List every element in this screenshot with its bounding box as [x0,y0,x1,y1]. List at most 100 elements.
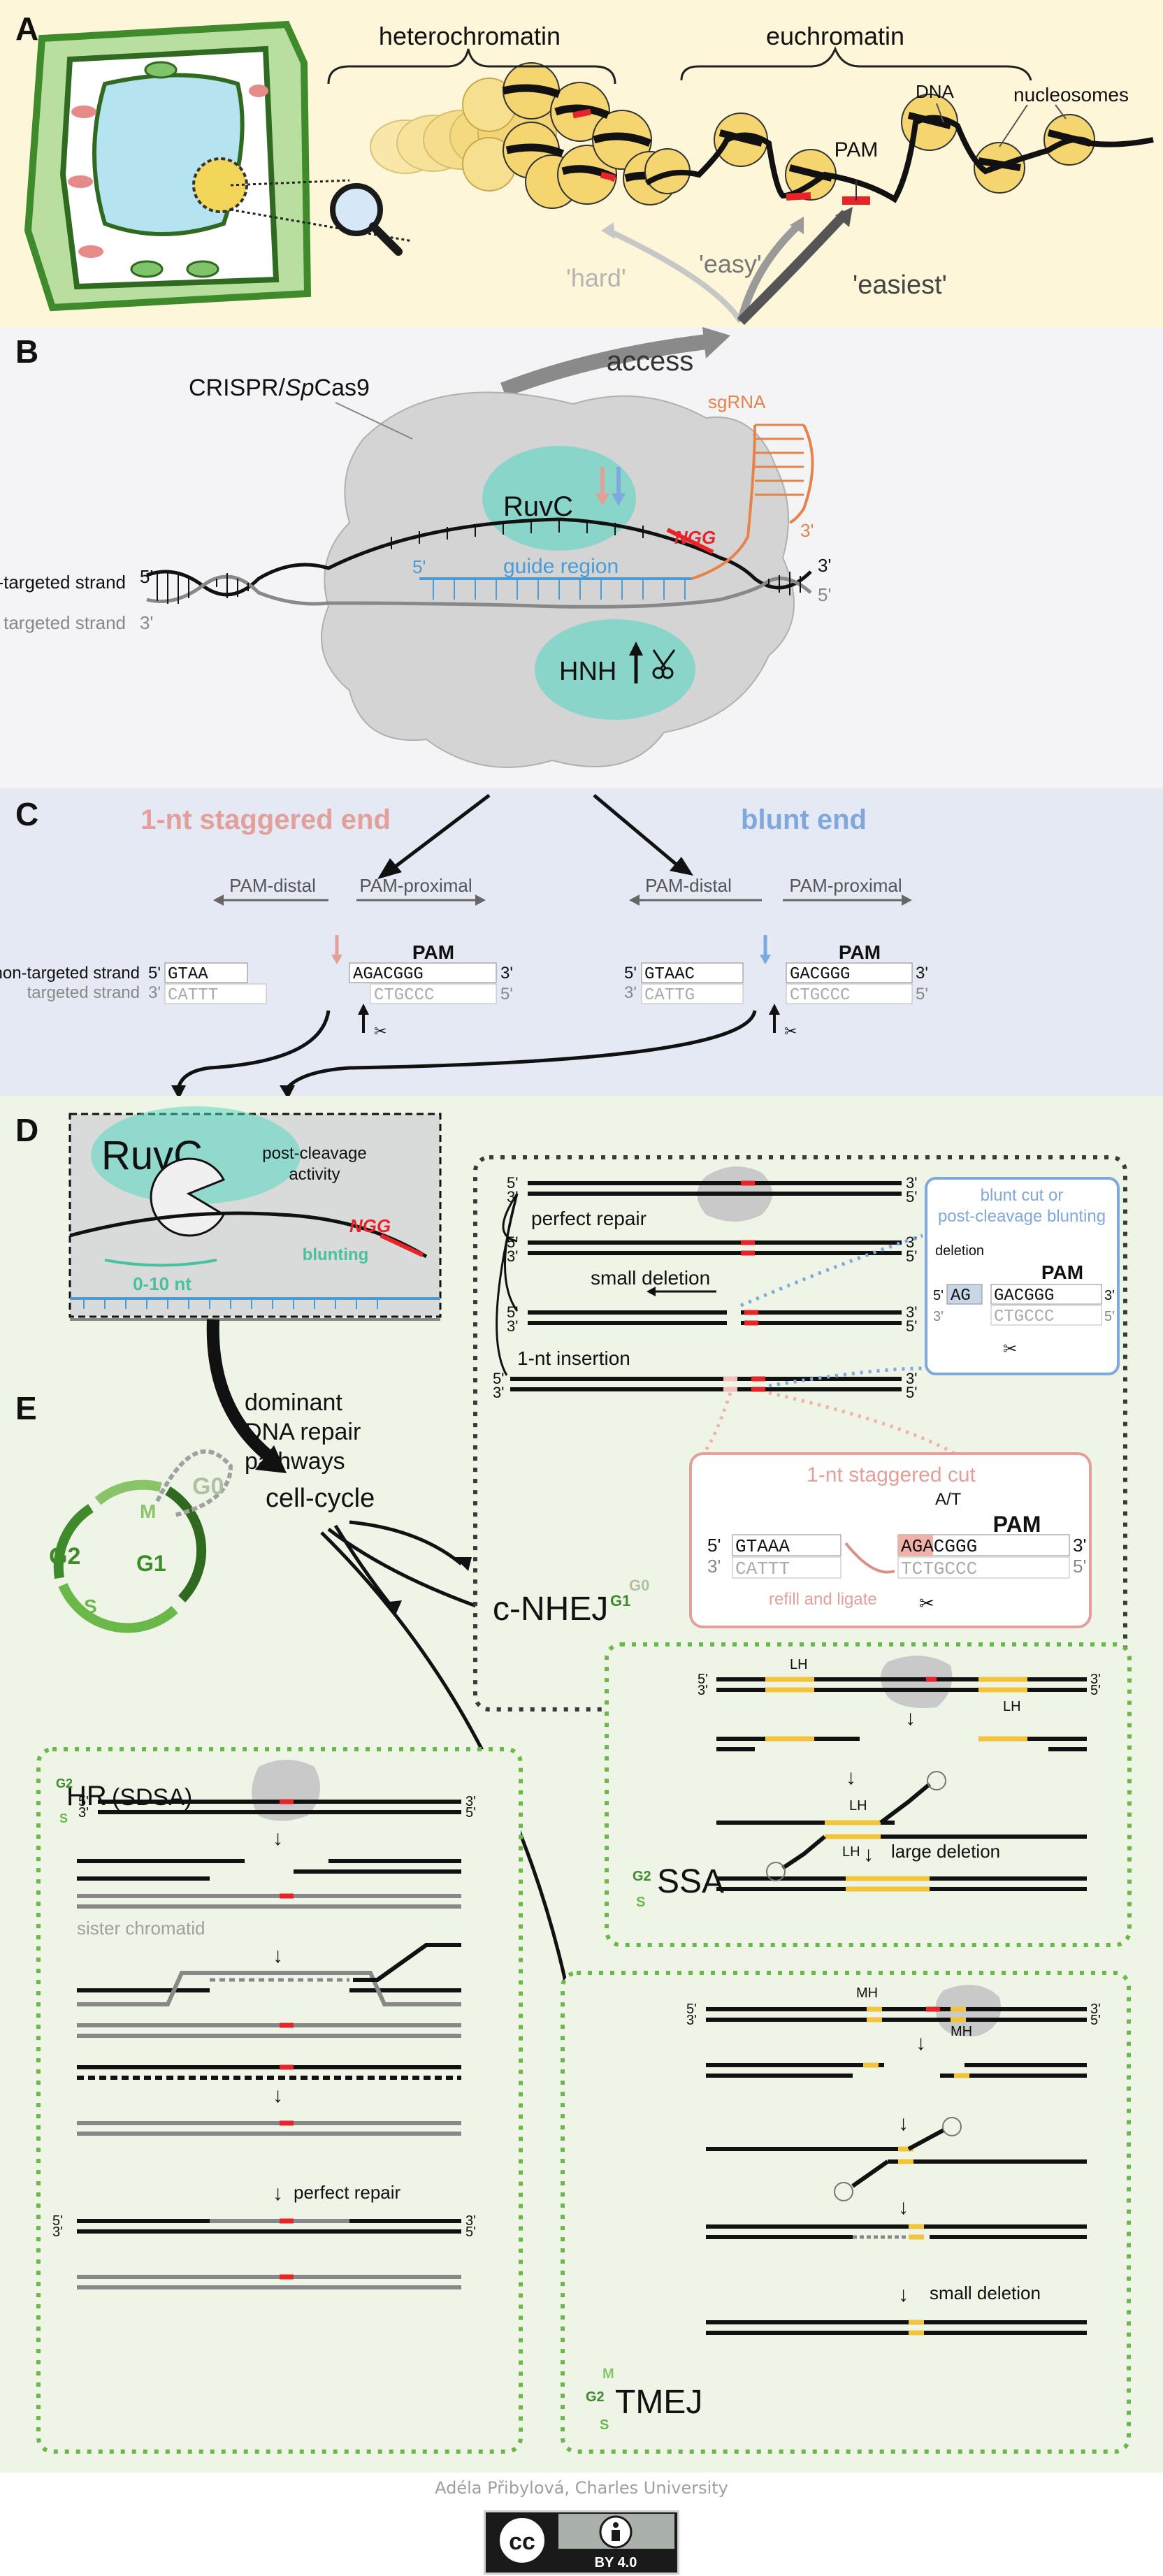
svg-text:5': 5' [78,1794,89,1809]
pam-label-blunt: PAM [1041,1261,1083,1283]
svg-text:3': 3' [52,2224,63,2240]
blunt-seq-left: AG [951,1287,971,1305]
seq-left-top-left: GTAA [168,965,208,984]
seq-right-top-right: GACGGG [790,965,850,984]
blunt-5prime: 5' [933,1288,944,1303]
ssa-title: SSA [657,1863,724,1900]
non-targeted-strand-c: non-targeted strand [0,964,140,983]
phase-g1: G1 [136,1551,166,1576]
euchromatin-label: euchromatin [766,22,904,50]
svg-text:3': 3' [507,1317,518,1335]
pam-proximal-left: PAM-proximal [359,875,472,896]
heterochromatin-brace [327,48,616,85]
ssa-lh-1: LH [790,1657,808,1672]
cc-badge-icons: cc BY 4.0 [486,2512,677,2573]
blunt-5prime-r: 5' [1104,1309,1115,1324]
hr-perfect-repair-label: perfect repair [294,2182,401,2203]
svg-text:3': 3' [465,1794,476,1809]
svg-text:↓: ↓ [273,1827,283,1850]
svg-text:3': 3' [698,1683,708,1698]
ngg-label-d: NGG [349,1215,391,1236]
hr-subtitle: (SDSA) [112,1784,192,1811]
staggered-end-title: 1-nt staggered end [140,804,391,835]
cas9-label: CRISPR/SpCas9 [189,375,370,401]
guide-region-label: guide region [503,555,619,578]
pam-distal-right: PAM-distal [645,875,732,896]
magnifier-icon [230,179,413,256]
tmej-box: ↓↓↓↓ 5'3' 3'5' [561,1971,1131,2454]
sgrna-label: sgRNA [708,391,766,412]
nt-range-label: 0-10 nt [133,1273,192,1294]
svg-text:3': 3' [686,2013,697,2028]
guide-5prime-label: 5' [412,556,426,577]
targeted-strand-c: targeted strand [27,983,140,1002]
scissors-icon-c-right: ✂ [784,1022,797,1040]
svg-text:↓: ↓ [916,2032,926,2055]
t-3prime: 3' [140,612,153,633]
panel-de-figure: RuvC post-cleavage activity NGG 0-10 nt … [36,1106,1132,2454]
ruvc-label: RuvC [503,491,573,522]
staggered-cut-title: 1-nt staggered cut [807,1463,976,1486]
svg-text:5': 5' [906,1317,917,1335]
heterochromatin-label: heterochromatin [379,22,561,50]
tmej-title: TMEJ [615,2384,702,2421]
stag-5prime-r: 5' [1073,1556,1086,1577]
easiest-label: 'easiest' [853,270,947,300]
pam-label-c-left: PAM [412,941,454,963]
c-left-5prime: 5' [148,964,161,983]
svg-text:↓: ↓ [273,2084,283,2107]
post-cleavage-label-1: post-cleavage [262,1144,366,1163]
post-cleavage-label-2: activity [289,1165,340,1184]
panel-c-figure: 1-nt staggered end blunt end PAM-distal … [0,794,928,1096]
blunting-label: blunting [303,1245,369,1264]
panel-label-a: A [15,10,39,47]
svg-text:↓: ↓ [273,1944,283,1967]
seq-left-bottom-left: CATTT [168,986,218,1005]
tmej-small-deletion-label: small deletion [930,2282,1041,2303]
svg-text:5': 5' [507,1233,518,1251]
c-right-5prime: 5' [624,964,637,983]
panel-de: D E RuvC post-cleavage activity NGG 0-10… [0,1096,1163,2473]
heterochromatin-nucleosomes [370,62,677,209]
c-right-3prime: 3' [624,983,637,1002]
nucleosomes-label: nucleosomes [1013,84,1129,106]
license-label: BY 4.0 [595,2555,637,2570]
nhej-title: c-NHEJ [493,1591,608,1628]
svg-text:5': 5' [493,1370,504,1387]
dna-duplex [146,424,814,609]
nhej-g1: G1 [610,1592,630,1609]
ssa-lh-2: LH [1003,1699,1021,1714]
svg-text:3': 3' [507,1188,518,1206]
nt-5prime: 5' [140,566,153,587]
blunt-seq-bottom: CTGCCC [994,1308,1054,1326]
tmej-g2: G2 [586,2389,605,2405]
access-label: access [607,346,694,377]
at-label: A/T [935,1490,962,1509]
stag-5prime: 5' [707,1535,721,1556]
author-credit: Adéla Přibylová, Charles University [435,2478,728,2498]
svg-text:↓: ↓ [846,1766,856,1789]
svg-text:↓: ↓ [898,2283,909,2306]
hr-box: ↓↓↓↓ 5'3' 3'5' 5'3' 3'5' [36,1747,523,2454]
svg-text:3': 3' [1090,2002,1101,2017]
blunt-3prime-r: 3' [1104,1288,1115,1303]
svg-text:3': 3' [493,1384,504,1401]
blunt-cut-box: blunt cut or post-cleavage blunting dele… [740,1177,1120,1388]
hard-label: 'hard' [566,263,626,292]
panel-label-e: E [15,1390,37,1426]
deletion-label: deletion [935,1243,984,1259]
svg-text:↓: ↓ [898,2112,909,2135]
stag-top-left: GTAAA [735,1536,790,1557]
refill-label: refill and ligate [769,1590,877,1609]
panel-a: A [0,0,1163,327]
blunt-3prime: 3' [933,1309,944,1324]
svg-text:5': 5' [507,1303,518,1321]
tmej-mh-2: MH [951,2024,972,2039]
tmej-mh-1: MH [856,1985,878,2001]
svg-text:3': 3' [906,1370,917,1387]
sister-chromatid-label: sister chromatid [77,1918,205,1939]
seq-left-top-right: AGACGGG [353,965,424,984]
svg-text:3': 3' [78,1805,89,1821]
panel-b: B access RuvC HNH CRISPR/SpCas9 [0,327,1163,788]
cc-icon [497,2515,547,2566]
